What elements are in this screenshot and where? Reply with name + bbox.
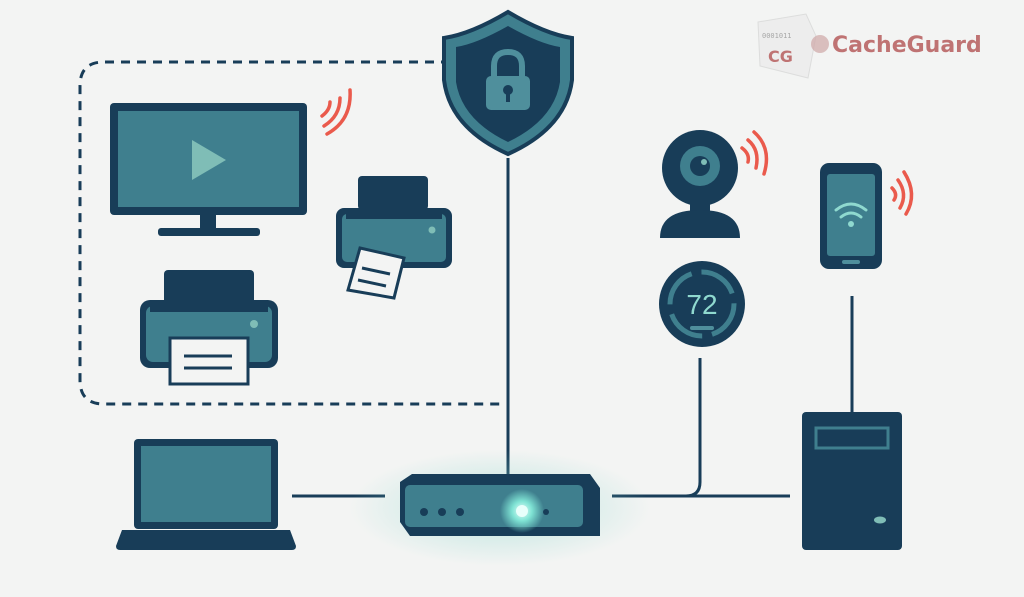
router-icon	[350, 450, 650, 566]
laptop-icon	[116, 439, 296, 550]
logo-brand: CacheGuard	[832, 33, 982, 58]
logo-dot	[811, 35, 829, 53]
cacheguard-watermark: 0001011 CG CacheGuard	[757, 13, 982, 79]
webcam-icon	[660, 130, 740, 238]
smartphone-icon	[820, 163, 882, 269]
logo-cube-icon	[757, 13, 817, 79]
wifi-icon	[834, 202, 868, 219]
wifi-signal-icon	[320, 88, 352, 136]
thermostat-link	[685, 358, 702, 498]
isolated-network-boundary	[78, 60, 500, 406]
logo-binary: 0001011	[762, 32, 792, 40]
server-tower-icon	[802, 412, 902, 550]
thermostat-icon: 72	[659, 261, 745, 347]
printer-icon	[336, 176, 452, 300]
wifi-signal-icon	[890, 170, 914, 216]
logo-monogram: CG	[768, 47, 793, 66]
play-icon	[192, 140, 226, 180]
tv-icon	[110, 103, 307, 236]
thermostat-reading: 72	[686, 289, 717, 320]
printer-icon	[140, 270, 278, 386]
shield-lock-icon	[442, 9, 574, 157]
wifi-signal-icon	[740, 130, 769, 176]
